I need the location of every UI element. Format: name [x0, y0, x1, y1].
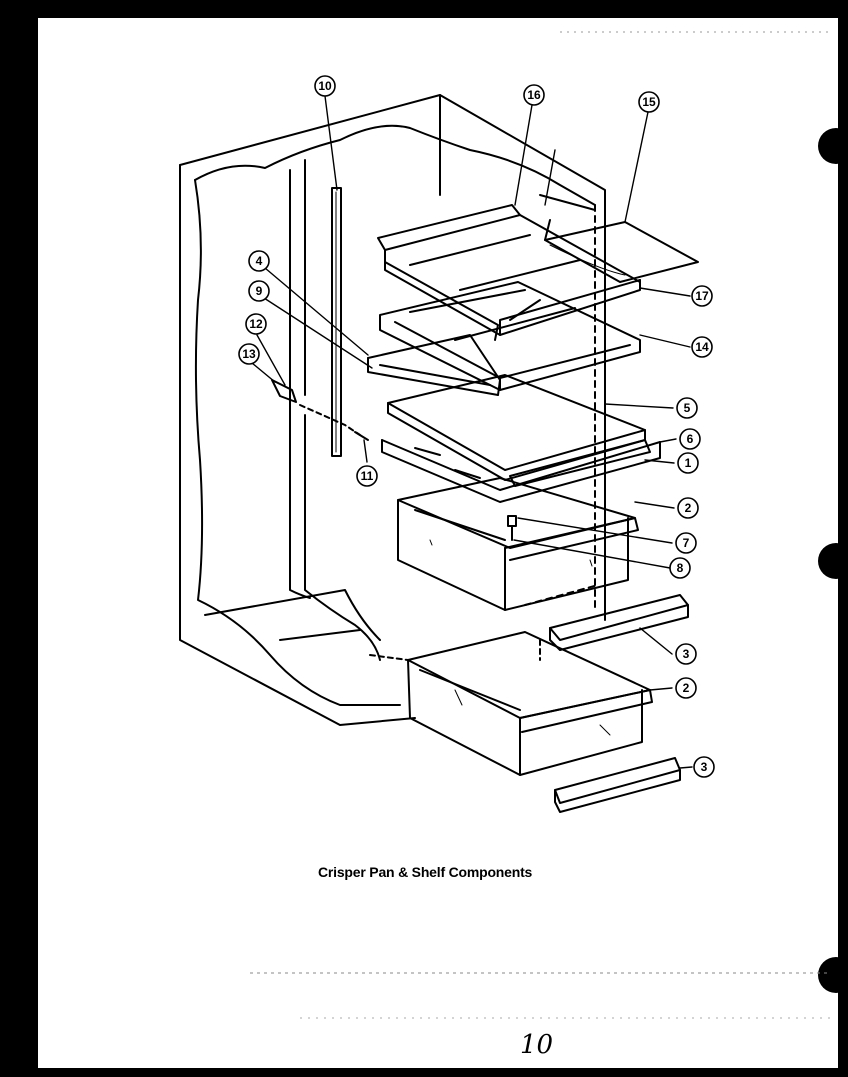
- callout-5: 5: [676, 397, 698, 419]
- svg-text:11: 11: [361, 469, 374, 483]
- callout-1: 1: [677, 452, 699, 474]
- svg-text:14: 14: [695, 340, 709, 354]
- callout-13: 13: [238, 343, 260, 365]
- callout-7: 7: [675, 532, 697, 554]
- part-7-fastener: [507, 515, 517, 541]
- part-3-upper-pan-rail: [524, 584, 689, 651]
- svg-text:5: 5: [684, 401, 691, 415]
- leader-lines: [251, 95, 693, 769]
- part-11-screw: [354, 431, 369, 441]
- callout-2-upper: 2: [677, 497, 699, 519]
- svg-text:13: 13: [242, 347, 256, 361]
- svg-text:16: 16: [527, 88, 541, 102]
- svg-text:3: 3: [701, 760, 708, 774]
- callout-3-lower: 3: [693, 756, 715, 778]
- part-3-lower-pan-rail: [554, 757, 681, 813]
- diagram-caption: Crisper Pan & Shelf Components: [318, 864, 533, 880]
- callout-4: 4: [248, 250, 270, 272]
- handwritten-page-number: 10: [520, 1030, 554, 1060]
- callout-14: 14: [691, 336, 713, 358]
- svg-text:17: 17: [695, 289, 709, 303]
- cabinet-liner: [179, 94, 606, 726]
- svg-text:1: 1: [685, 456, 692, 470]
- svg-text:7: 7: [683, 536, 690, 550]
- callout-10: 10: [314, 75, 336, 97]
- svg-text:15: 15: [642, 95, 656, 109]
- callout-12: 12: [245, 313, 267, 335]
- svg-text:2: 2: [683, 681, 690, 695]
- svg-text:6: 6: [687, 432, 694, 446]
- svg-text:3: 3: [683, 647, 690, 661]
- part-14-middle-shelf: [379, 281, 641, 391]
- svg-text:12: 12: [249, 317, 263, 331]
- svg-text:4: 4: [256, 254, 263, 268]
- part-15-glass-panel: [544, 221, 699, 283]
- part-2-lower-crisper-pan: [369, 631, 653, 776]
- svg-text:8: 8: [677, 561, 684, 575]
- part-16-upper-shelf: [377, 204, 641, 341]
- svg-text:2: 2: [685, 501, 692, 515]
- callout-8: 8: [669, 557, 691, 579]
- callout-6: 6: [679, 428, 701, 450]
- callout-11: 11: [356, 465, 378, 487]
- svg-text:9: 9: [256, 284, 263, 298]
- callout-2-lower: 2: [675, 677, 697, 699]
- callout-3-upper: 3: [675, 643, 697, 665]
- callout-9: 9: [248, 280, 270, 302]
- callout-15: 15: [638, 91, 660, 113]
- part-13-bracket: [271, 379, 361, 436]
- part-2-upper-crisper-pan: [397, 477, 639, 611]
- svg-text:10: 10: [318, 79, 332, 93]
- callout-17: 17: [691, 285, 713, 307]
- callout-16: 16: [523, 84, 545, 106]
